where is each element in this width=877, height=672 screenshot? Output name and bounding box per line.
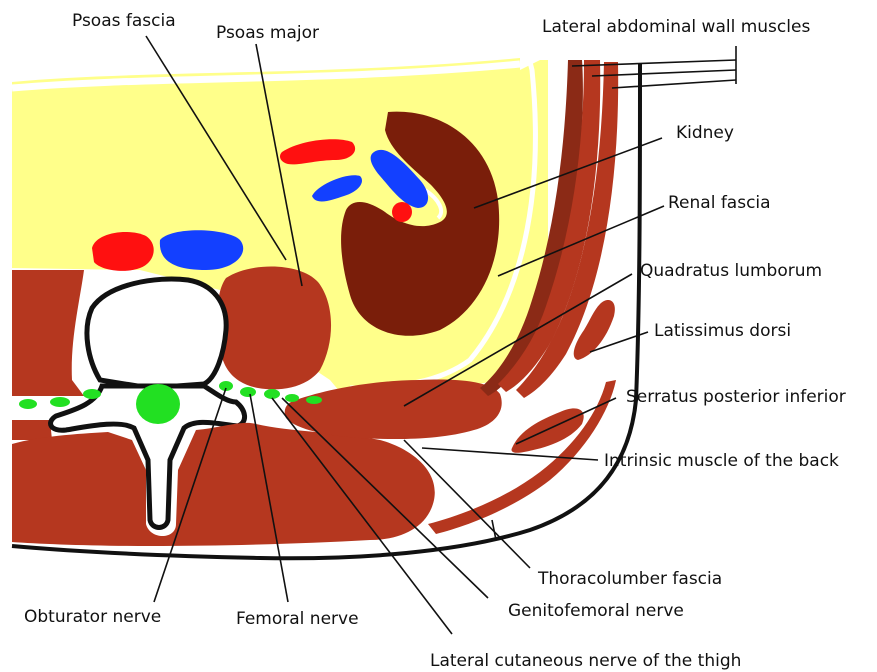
label-genitofemoral-nerve: Genitofemoral nerve — [508, 601, 684, 621]
label-quadratus-lumborum: Quadratus lumborum — [640, 261, 822, 281]
label-thoracolumber-fascia: Thoracolumber fascia — [537, 569, 722, 589]
genitofemoral-nerve-dot — [264, 389, 280, 399]
left-lower-back-muscle — [12, 420, 52, 440]
psoas-major-muscle — [218, 266, 332, 389]
label-psoas-fascia: Psoas fascia — [72, 11, 176, 31]
label-lateral-abdominal-wall-muscles: Lateral abdominal wall muscles — [542, 17, 810, 37]
leader-lateral-wall-3 — [612, 80, 736, 88]
label-femoral-nerve: Femoral nerve — [236, 609, 359, 629]
label-renal-fascia: Renal fascia — [668, 193, 771, 213]
label-obturator-nerve: Obturator nerve — [24, 607, 161, 627]
label-latissimus-dorsi: Latissimus dorsi — [654, 321, 791, 341]
left-paraspinal-muscle — [12, 270, 84, 396]
label-kidney: Kidney — [676, 123, 734, 143]
spinal-cord — [136, 384, 180, 424]
femoral-nerve-dot — [240, 387, 256, 397]
nerve-dot — [83, 389, 101, 399]
nerve-dot — [285, 394, 299, 402]
vertebral-body — [87, 279, 226, 388]
label-lateral-cutaneous-nerve-of-the-thigh: Lateral cutaneous nerve of the thigh — [430, 651, 741, 671]
nerve-dot — [50, 397, 70, 407]
quadratus-lumborum-muscle — [285, 380, 502, 440]
renal-artery-2 — [392, 202, 412, 222]
nerve-dot — [306, 396, 322, 404]
label-intrinsic-muscle-of-the-back: Intrinsic muscle of the back — [604, 451, 839, 471]
aorta — [92, 232, 154, 271]
nerve-dot — [19, 399, 37, 409]
label-psoas-major: Psoas major — [216, 23, 319, 43]
label-serratus-posterior-inferior: Serratus posterior inferior — [626, 387, 846, 407]
